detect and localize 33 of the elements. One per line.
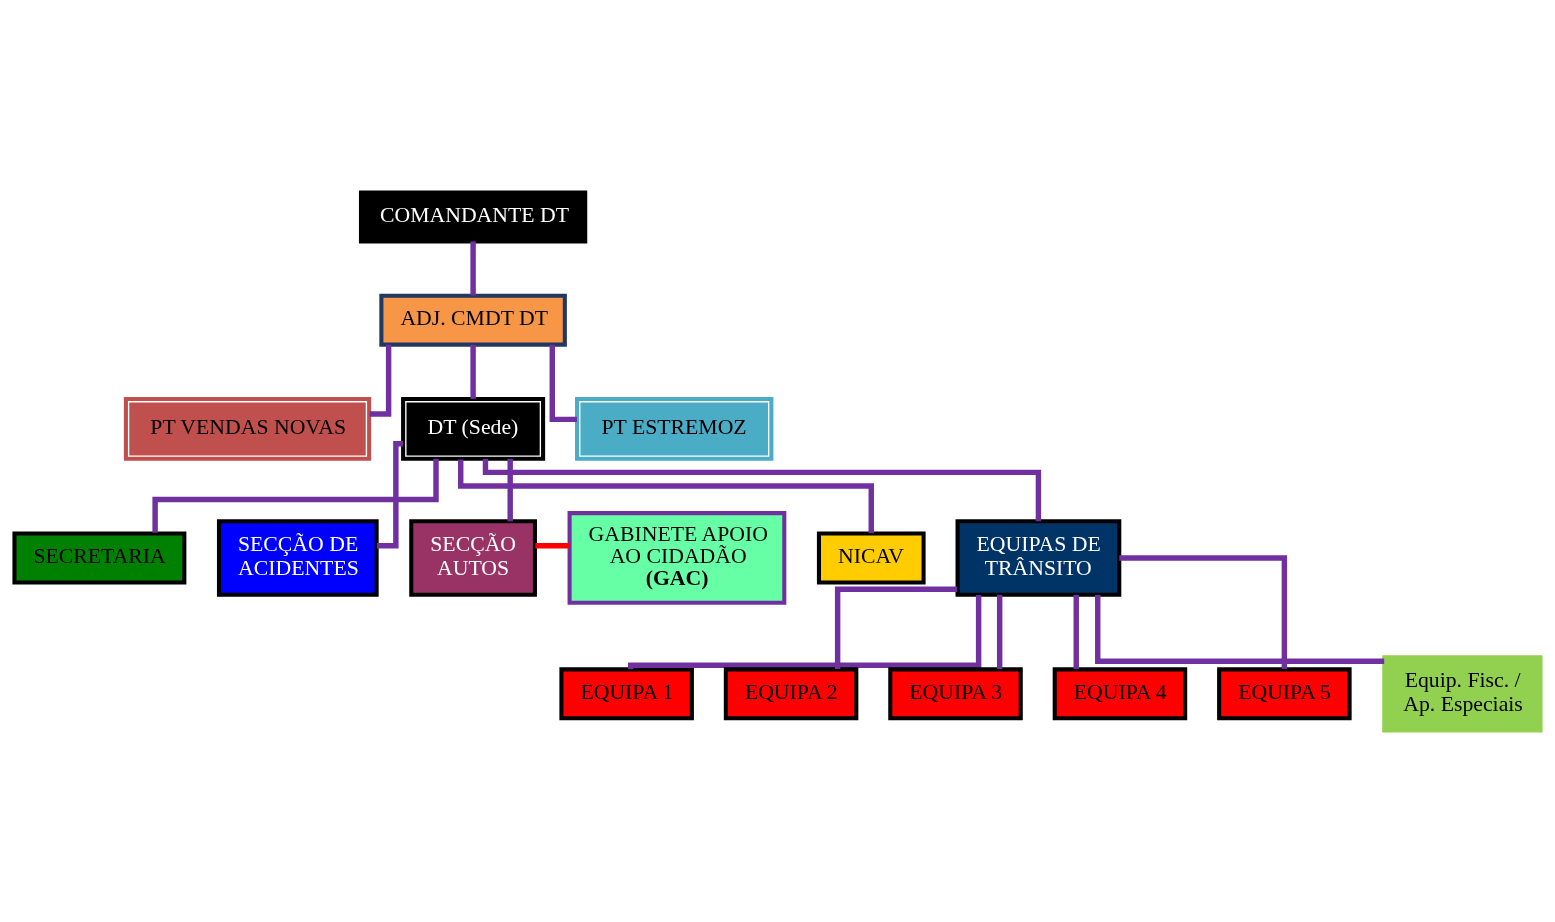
connector [535, 542, 570, 548]
connector [996, 594, 1003, 669]
node-box: EQUIPA 1 [559, 666, 694, 720]
connector [1119, 554, 1288, 669]
node-box: SECÇÃO AUTOS [409, 518, 537, 597]
node-box: COMANDANTE DT [358, 189, 588, 243]
node-box: SECÇÃO DE ACIDENTES [216, 518, 379, 597]
node-box: EQUIPA 5 [1217, 666, 1352, 720]
node-box: EQUIPAS DE TRÂNSITO [955, 518, 1122, 597]
node-box: Equip. Fisc. / Ap. Especiais [1382, 654, 1543, 733]
node-box: GABINETE APOIO AO CIDADÃO (GAC) [567, 510, 787, 605]
connector [458, 458, 874, 533]
connector [834, 586, 958, 669]
node-box: SECRETARIA [12, 531, 187, 584]
connector [1073, 594, 1079, 669]
connector [369, 344, 392, 417]
node-box: NICAV [816, 531, 926, 584]
connector [470, 240, 476, 295]
connector [1095, 594, 1385, 664]
node-box: EQUIPA 3 [888, 666, 1023, 720]
node-box: EQUIPA 4 [1052, 666, 1188, 720]
connector [376, 440, 403, 548]
connector [470, 344, 476, 399]
node-box: PT ESTREMOZ [575, 396, 774, 461]
connector [507, 458, 513, 521]
node-box: PT VENDAS NOVAS [123, 396, 372, 461]
node-box: ADJ. CMDT DT [379, 293, 567, 347]
connector [628, 594, 982, 670]
node-box: EQUIPA 2 [723, 666, 859, 720]
connector [482, 458, 1042, 521]
connector [549, 344, 577, 422]
connector [152, 458, 439, 533]
node-box: DT (Sede) [401, 396, 546, 461]
